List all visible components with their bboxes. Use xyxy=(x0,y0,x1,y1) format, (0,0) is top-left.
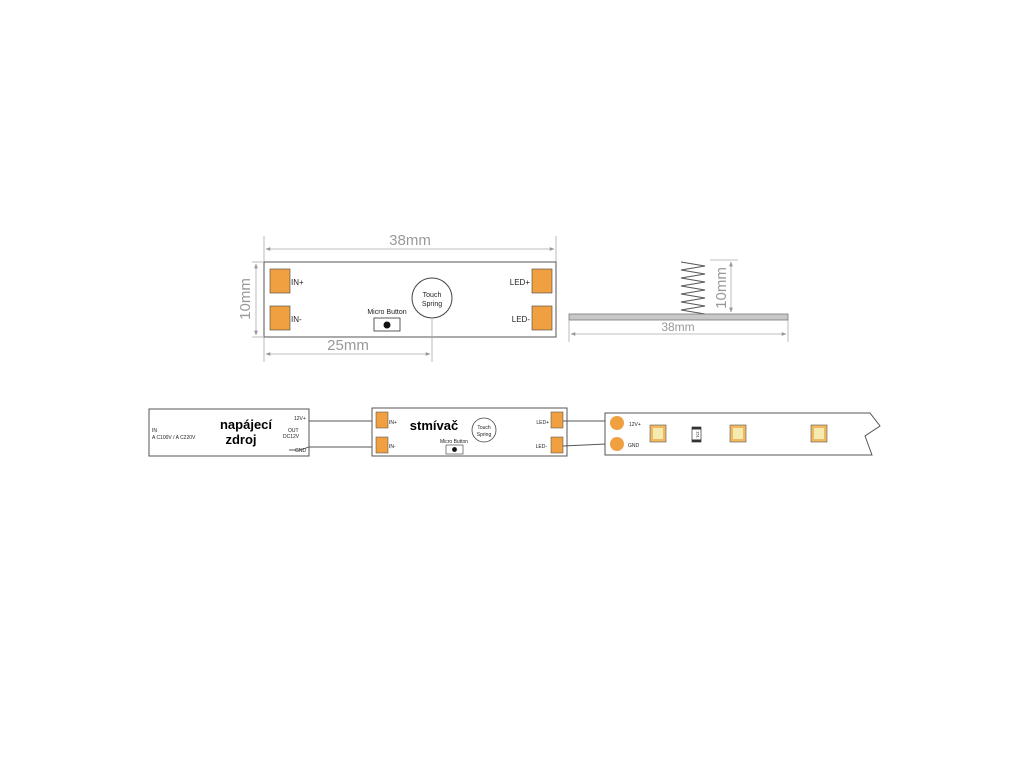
power-out-label: OUT xyxy=(288,428,299,434)
led-2-lens xyxy=(733,428,743,439)
touch-spring-label-2: Spring xyxy=(422,301,442,308)
length-dimension-label: 38mm xyxy=(661,320,694,334)
side-view: 10mm 38mm xyxy=(568,259,789,342)
power-gnd-label: GND xyxy=(295,448,307,454)
strip-gnd-label: GND xyxy=(628,443,640,449)
power-supply: napájecí zdroj IN A C100V / A C220V 12V+… xyxy=(148,408,310,457)
dimmer-touch-spring-label-2: Spring xyxy=(477,432,492,438)
power-out-voltage: DC12V xyxy=(283,434,300,440)
dimmer-label-in-plus: IN+ xyxy=(389,420,397,426)
dimmer-label-in-minus: IN- xyxy=(389,444,396,450)
micro-button-label: Micro Button xyxy=(367,309,406,316)
resistor-label: 151 xyxy=(696,431,701,438)
led-strip: 12V+ GND 151 xyxy=(604,412,881,456)
power-in-voltage: A C100V / A C220V xyxy=(152,435,196,441)
power-supply-title-1: napájecí xyxy=(220,417,272,432)
led-1-lens xyxy=(653,428,663,439)
resistor-cap-top xyxy=(692,427,701,430)
touch-spring-label-1: Touch xyxy=(423,292,442,299)
dimmer-micro-button-label: Micro Button xyxy=(440,439,468,445)
dimmer-pad-in-minus xyxy=(375,436,389,454)
power-supply-title-2: zdroj xyxy=(225,432,256,447)
wire-gnd xyxy=(289,446,374,451)
dimmer-pad-in-plus xyxy=(375,411,389,429)
strip-pad-12v xyxy=(610,416,624,430)
dimmer-pad-led-minus xyxy=(550,436,564,454)
width-dimension-label: 38mm xyxy=(389,232,431,249)
top-view: 38mm 10mm IN+ IN- LED+ LED- Micro Button… xyxy=(237,232,557,362)
strip-pad-gnd xyxy=(610,437,624,451)
power-supply-box xyxy=(148,408,310,457)
pad-led-minus xyxy=(531,305,553,331)
dimmer-label-led-plus: LED+ xyxy=(536,420,549,426)
offset-dimension-label: 25mm xyxy=(327,337,369,354)
pad-in-plus xyxy=(269,268,291,294)
dimmer-pad-led-plus xyxy=(550,411,564,429)
led-3-lens xyxy=(814,428,824,439)
board-edge xyxy=(568,313,789,321)
dimmer-touch-spring-label-1: Touch xyxy=(477,425,491,431)
height-dimension-label: 10mm xyxy=(237,278,254,320)
spring-height-label: 10mm xyxy=(713,267,730,309)
label-in-plus: IN+ xyxy=(291,278,304,287)
pad-in-minus xyxy=(269,305,291,331)
resistor-cap-bottom xyxy=(692,439,701,442)
dimmer-touch-spring-circle xyxy=(471,417,497,443)
spring-zigzag xyxy=(680,261,706,315)
dimmer-label-led-minus: LED- xyxy=(536,444,548,450)
dimmer-box xyxy=(371,407,568,457)
dimmer-board-top xyxy=(263,261,557,338)
dimmer-micro-button-dot xyxy=(452,447,457,452)
strip-12v-label: 12V+ xyxy=(629,422,641,428)
power-v-plus-label: 12V+ xyxy=(294,416,306,422)
pad-led-plus xyxy=(531,268,553,294)
dimmer: IN+ IN- LED+ LED- stmívač Micro Button T… xyxy=(371,407,568,457)
label-led-minus: LED- xyxy=(512,315,531,324)
label-in-minus: IN- xyxy=(291,315,302,324)
micro-button-dot xyxy=(383,321,391,329)
power-in-label: IN xyxy=(152,428,157,434)
label-led-plus: LED+ xyxy=(510,278,531,287)
dimmer-title: stmívač xyxy=(410,418,458,433)
